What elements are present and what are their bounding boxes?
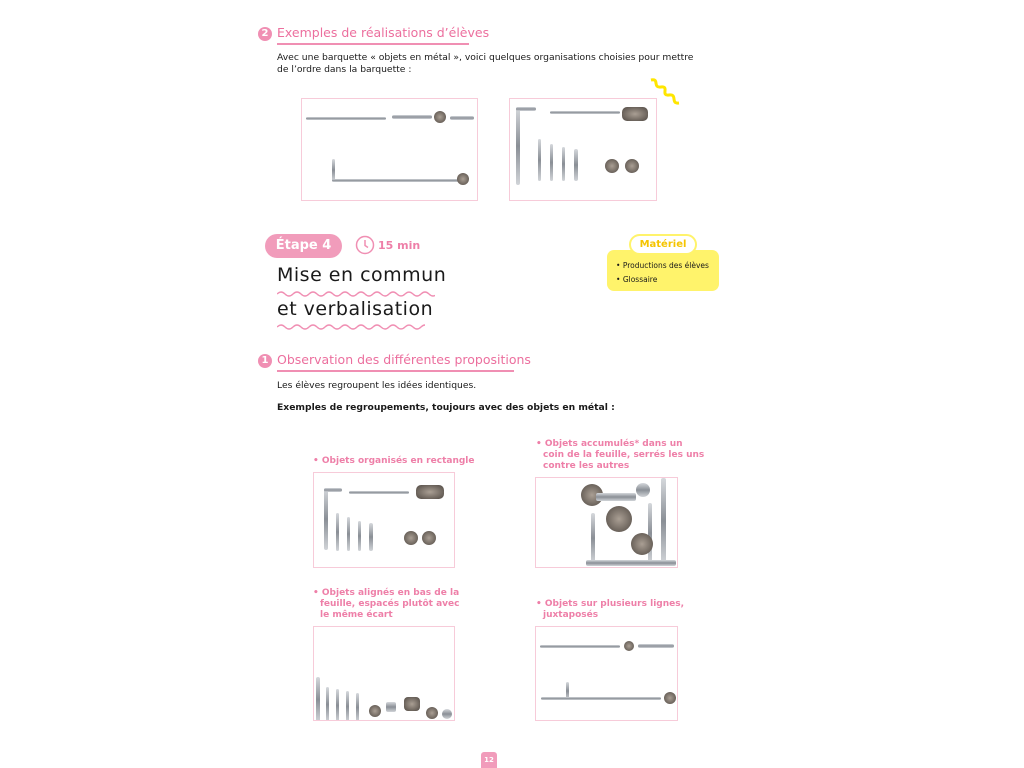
step-badge: Étape 4 [265,234,342,258]
heading-underline [277,370,514,372]
section-number-badge: 2 [258,27,272,41]
section-number-badge: 1 [258,354,272,368]
caption-line: feuille, espacés plutôt avec [320,599,460,609]
step-duration: 15 min [378,239,421,252]
example-photo-bottom [313,626,455,721]
example-photo-corner [535,477,678,568]
caption-line: • Objets alignés en bas de la [313,588,460,598]
example-caption: • Objets organisés en rectangle [313,456,474,467]
caption-line: coin de la feuille, serrés les uns [543,450,705,460]
student-photo-lines [301,98,478,201]
materiel-title: Matériel [629,234,697,255]
materiel-box: • Productions des élèves • Glossaire [607,250,719,291]
text-line: Avec une barquette « objets en métal », … [277,52,694,63]
clock-icon [355,235,375,255]
materiel-item: • Productions des élèves [616,261,709,270]
caption-line: contre les autres [543,461,630,471]
materiel-item: • Glossaire [616,275,658,284]
example-photo-rectangle [313,472,455,568]
text-line: de l’ordre dans la barquette : [277,64,412,75]
materiel-item-label: Productions des élèves [622,261,709,270]
materiel-item-label: Glossaire [622,275,658,284]
section-heading: Exemples de réalisations d’élèves [277,25,490,40]
step-title-line2: et verbalisation [277,298,434,320]
step-title-line1: Mise en commun [277,264,447,286]
caption-line: • Objets organisés en rectangle [313,456,475,466]
section-heading: Observation des différentes propositions [277,352,531,367]
caption-line: • Objets sur plusieurs lignes, [536,599,685,609]
student-photo-rectangle [509,98,657,201]
caption-line: • Objets accumulés* dans un [536,439,683,449]
heading-underline [277,43,469,45]
example-caption: • Objets sur plusieurs lignes,juxtaposés [536,599,684,621]
section-text: Les élèves regroupent les idées identiqu… [277,380,477,391]
wavy-underline [277,291,435,297]
yellow-squiggle-decoration [650,78,680,105]
intro-text: Avec une barquette « objets en métal », … [277,52,693,76]
section-subtitle: Exemples de regroupements, toujours avec… [277,402,615,413]
page-number: 12 [481,752,497,768]
example-photo-rows [535,626,678,721]
caption-line: le même écart [320,610,393,620]
caption-line: juxtaposés [543,610,599,620]
wavy-underline [277,324,425,330]
